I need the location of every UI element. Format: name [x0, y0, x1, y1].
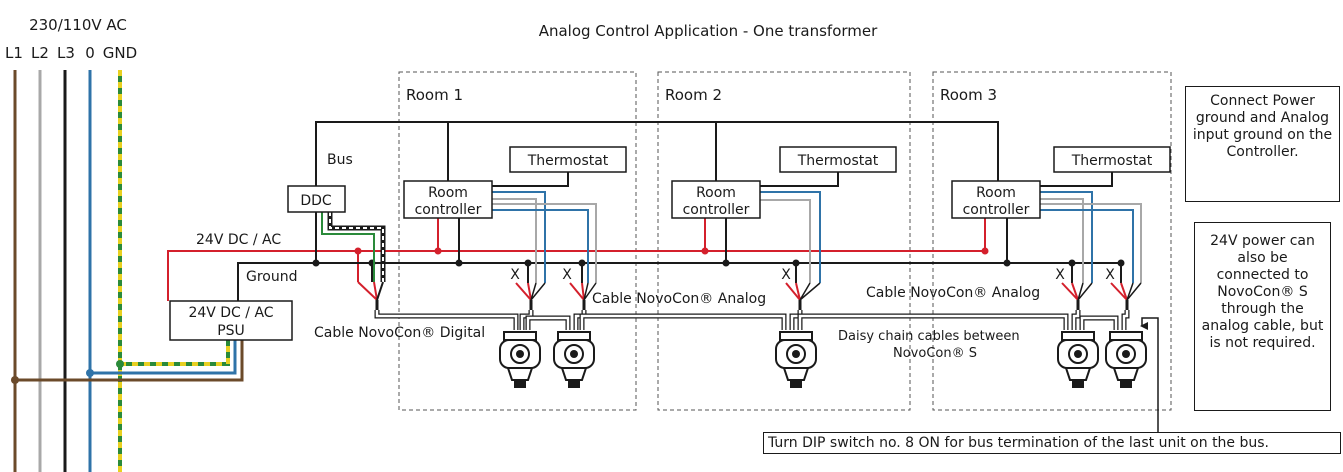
novocon-valve-1	[499, 331, 541, 389]
analog-junction-5	[1110, 263, 1142, 310]
power-note: 24V power can also be connected to NovoC…	[1194, 222, 1331, 411]
feed-l1	[15, 326, 244, 382]
analog-junction-2	[569, 263, 597, 310]
thermostat-2: Thermostat	[779, 146, 897, 173]
svg-text:Room: Room	[976, 185, 1016, 201]
cable-digital-label: Cable NovoCon® Digital	[314, 325, 485, 341]
svg-text:controller: controller	[963, 202, 1030, 218]
cable-analog-label-1: Cable NovoCon® Analog	[592, 291, 766, 307]
svg-text:Room: Room	[696, 185, 736, 201]
cable-analog-label-2: Cable NovoCon® Analog	[866, 285, 1040, 301]
analog-junction-3	[785, 263, 821, 310]
supply-24v-line	[167, 250, 985, 301]
analog-junction-4	[1061, 263, 1093, 310]
x-mark-3: X	[781, 267, 791, 283]
room-controller-2: Room controller	[671, 180, 761, 219]
room-2-label: Room 2	[665, 86, 722, 104]
psu-label-line1: 24V DC / AC	[188, 305, 273, 321]
supply-24v-label: 24V DC / AC	[196, 232, 281, 248]
digital-cable-bundle	[327, 212, 386, 282]
diagram-title: Analog Control Application - One transfo…	[539, 22, 878, 40]
phase-label-l3: L3	[57, 44, 75, 62]
room-3-label: Room 3	[940, 86, 997, 104]
dip-note-pointer	[1140, 317, 1159, 432]
ddc-label: DDC	[300, 193, 332, 209]
svg-text:controller: controller	[415, 202, 482, 218]
room-controller-3: Room controller	[951, 180, 1041, 219]
room-controller-1: Room controller	[403, 180, 493, 219]
thermostat-1: Thermostat	[509, 146, 627, 173]
feed-neutral	[90, 326, 237, 375]
svg-text:controller: controller	[683, 202, 750, 218]
bus-label: Bus	[327, 152, 353, 168]
svg-text:Thermostat: Thermostat	[527, 153, 609, 169]
ddc-box	[287, 185, 346, 213]
x-mark-1: X	[510, 267, 520, 283]
dip-note: Turn DIP switch no. 8 ON for bus termina…	[763, 432, 1341, 454]
bus-line	[315, 121, 999, 186]
thermostat-3: Thermostat	[1053, 146, 1171, 173]
svg-text:Thermostat: Thermostat	[797, 153, 879, 169]
ground-line	[237, 262, 1121, 301]
novocon-valve-3	[775, 331, 817, 389]
svg-text:Thermostat: Thermostat	[1071, 153, 1153, 169]
room-1-boundary	[398, 71, 637, 411]
x-mark-2: X	[562, 267, 572, 283]
room-2-boundary	[657, 71, 911, 411]
novocon-valve-4	[1057, 331, 1099, 389]
phase-label-neutral: 0	[85, 44, 95, 62]
supply-voltage-label: 230/110V AC	[29, 16, 127, 34]
svg-text:Room: Room	[428, 185, 468, 201]
daisy-chain-cable	[374, 310, 1130, 330]
phase-label-l2: L2	[31, 44, 49, 62]
novocon-valve-5	[1105, 331, 1147, 389]
phase-label-gnd: GND	[103, 44, 137, 62]
daisy-chain-label-line1: Daisy chain cables between	[838, 329, 1020, 344]
x-mark-5: X	[1105, 267, 1115, 283]
ground-label: Ground	[246, 269, 298, 285]
phase-label-l1: L1	[5, 44, 23, 62]
room-3-boundary	[932, 71, 1172, 411]
psu-label-line2: PSU	[217, 323, 245, 339]
novocon-valve-2	[553, 331, 595, 389]
digital-cable-green	[321, 212, 375, 282]
ground-note: Connect Power ground and Analog input gr…	[1185, 86, 1340, 202]
room-1-label: Room 1	[406, 86, 463, 104]
psu-box	[169, 300, 293, 341]
analog-junction-1	[515, 263, 546, 310]
x-mark-4: X	[1055, 267, 1065, 283]
daisy-chain-label-line2: NovoCon® S	[893, 346, 977, 361]
